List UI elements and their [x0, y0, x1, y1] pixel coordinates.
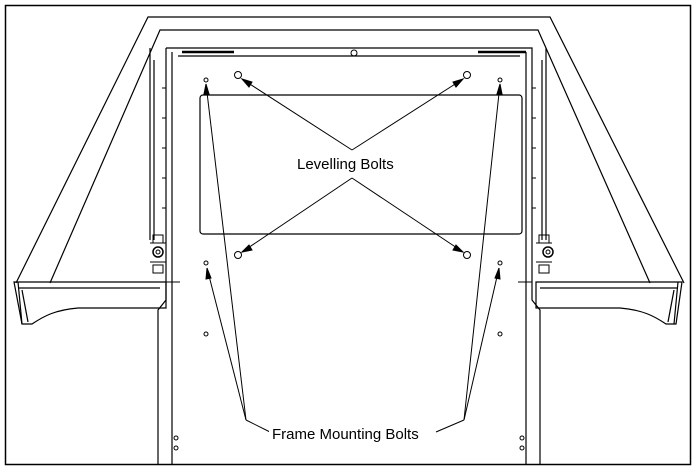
- top-center-hole: [350, 49, 358, 57]
- right-bracket: [535, 281, 683, 325]
- frame-mounting-bolts-leaders: [203, 83, 503, 433]
- frame-bolt-top-right: [497, 77, 503, 83]
- drawing-border: [4, 4, 692, 466]
- frame-mounting-bolts-label: Frame Mounting Bolts: [269, 426, 422, 444]
- levelling-bolt-top-left: [234, 71, 242, 79]
- frame-bolt-bottom-left: [203, 260, 209, 266]
- center-housing: [149, 47, 547, 465]
- frame-bolt-bottom-right: [497, 260, 503, 266]
- side-ticks: [162, 87, 536, 209]
- bolt-holes: [173, 49, 525, 451]
- levelling-bolt-bottom-right: [463, 251, 471, 259]
- support-frame-outline: [15, 16, 685, 284]
- levelling-bolt-bottom-left: [234, 251, 242, 259]
- inner-panel: [199, 94, 523, 235]
- frame-bolt-top-left: [203, 77, 209, 83]
- right-hardware: [518, 234, 554, 283]
- levelling-bolt-top-right: [463, 71, 471, 79]
- left-hardware: [150, 234, 180, 283]
- left-bracket: [13, 281, 167, 325]
- levelling-bolts-label: Levelling Bolts: [294, 156, 397, 174]
- levelling-bolts-leaders: [240, 78, 465, 253]
